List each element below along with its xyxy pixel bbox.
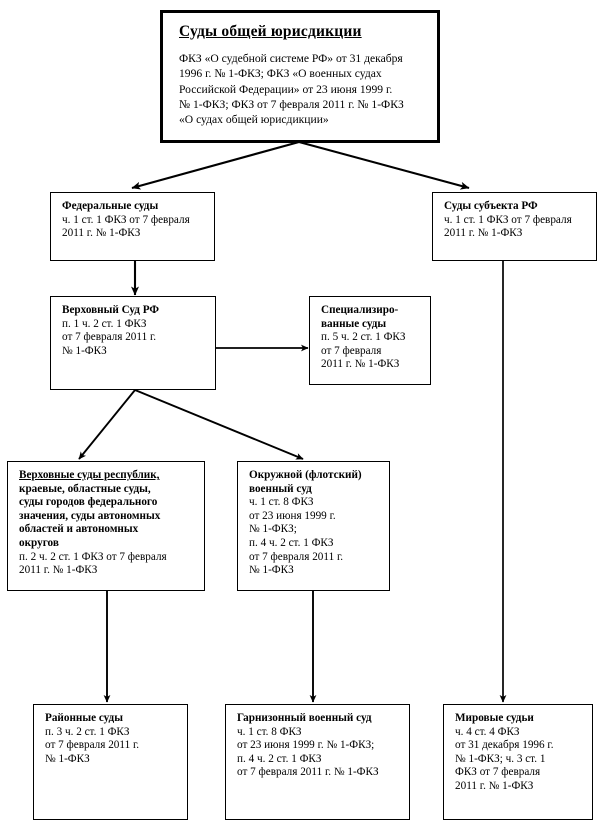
- node-republic-supreme-courts: Верховные суды республик,краевые, област…: [7, 461, 205, 591]
- node-body: ч. 4 ст. 4 ФКЗ от 31 декабря 1996 г. № 1…: [455, 725, 554, 792]
- node-supreme-court-rf: Верховный Суд РФ п. 1 ч. 2 ст. 1 ФКЗ от …: [50, 296, 216, 390]
- node-heading-underlined: Верховные суды республик,: [19, 469, 160, 481]
- node-justices-of-the-peace: Мировые судьи ч. 4 ст. 4 ФКЗ от 31 декаб…: [443, 704, 593, 820]
- connector-supreme-to-military: [134, 389, 304, 460]
- node-general-jurisdiction-courts: Суды общей юрисдикции ФКЗ «О судебной си…: [160, 10, 440, 143]
- node-body: ч. 1 ст. 8 ФКЗ от 23 июня 1999 г. № 1-ФК…: [249, 496, 344, 577]
- node-heading: Окружной (флотский) военный суд: [249, 469, 362, 495]
- node-district-courts: Районные суды п. 3 ч. 2 ст. 1 ФКЗ от 7 ф…: [33, 704, 188, 820]
- node-heading: Верховный Суд РФ: [62, 304, 159, 316]
- node-heading: Суды субъекта РФ: [444, 200, 538, 212]
- node-heading: Суды общей юрисдикции: [179, 23, 362, 40]
- node-subject-courts: Суды субъекта РФ ч. 1 ст. 1 ФКЗ от 7 фев…: [432, 192, 597, 261]
- node-body: ч. 1 ст. 1 ФКЗ от 7 февраля 2011 г. № 1-…: [444, 213, 572, 240]
- node-heading: Федеральные суды: [62, 200, 159, 212]
- connector-title-to-federal: [131, 140, 300, 190]
- node-body: ФКЗ «О судебной системе РФ» от 31 декабр…: [179, 52, 404, 127]
- node-body: п. 1 ч. 2 ст. 1 ФКЗ от 7 февраля 2011 г.…: [62, 317, 157, 357]
- node-body: п. 2 ч. 2 ст. 1 ФКЗ от 7 февраля 2011 г.…: [19, 550, 167, 577]
- node-garrison-military-court: Гарнизонный военный суд ч. 1 ст. 8 ФКЗ о…: [225, 704, 410, 820]
- node-body: п. 5 ч. 2 ст. 1 ФКЗ от 7 февраля 2011 г.…: [321, 331, 406, 371]
- node-heading: Специализиро- ванные суды: [321, 304, 399, 330]
- node-specialized-courts: Специализиро- ванные суды п. 5 ч. 2 ст. …: [309, 296, 431, 385]
- node-heading: Гарнизонный военный суд: [237, 712, 372, 724]
- node-district-naval-military-court: Окружной (флотский) военный суд ч. 1 ст.…: [237, 461, 390, 591]
- node-body: п. 3 ч. 2 ст. 1 ФКЗ от 7 февраля 2011 г.…: [45, 725, 140, 765]
- node-heading: Районные суды: [45, 712, 123, 724]
- node-heading: Верховные суды республик,краевые, област…: [19, 469, 195, 551]
- node-body: ч. 1 ст. 1 ФКЗ от 7 февраля 2011 г. № 1-…: [62, 213, 190, 240]
- node-heading-rest: краевые, областные суды, суды городов фе…: [19, 482, 161, 549]
- node-heading: Мировые судьи: [455, 712, 534, 724]
- connector-supreme-to-republic: [78, 389, 136, 460]
- node-body: ч. 1 ст. 8 ФКЗ от 23 июня 1999 г. № 1-ФК…: [237, 725, 379, 779]
- connector-title-to-subject: [298, 140, 470, 190]
- node-federal-courts: Федеральные суды ч. 1 ст. 1 ФКЗ от 7 фев…: [50, 192, 215, 261]
